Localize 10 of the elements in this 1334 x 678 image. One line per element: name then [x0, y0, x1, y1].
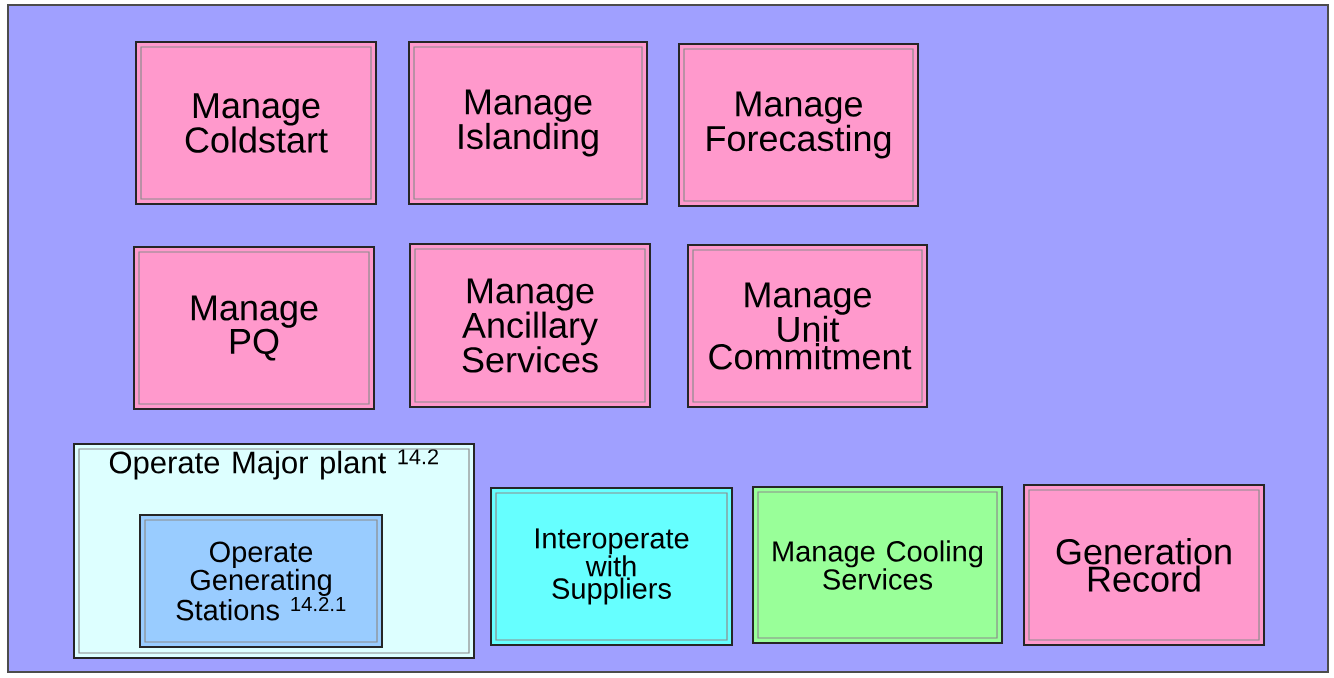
process-box: Manage Cooling Services	[752, 486, 1003, 644]
process-box: Operate Generating Stations $^{14.2.1}$	[139, 514, 383, 648]
process-box: Manage Unit Commitment	[687, 244, 928, 408]
process-box: Manage Forecasting	[678, 43, 919, 207]
process-box: Manage Islanding	[408, 41, 648, 205]
process-box: Manage PQ	[133, 246, 375, 410]
process-box: Manage Coldstart	[135, 41, 377, 205]
process-box: Interoperate with Suppliers	[490, 487, 733, 646]
process-box: Manage Ancillary Services	[409, 243, 651, 408]
process-box: Generation Record	[1023, 484, 1265, 646]
